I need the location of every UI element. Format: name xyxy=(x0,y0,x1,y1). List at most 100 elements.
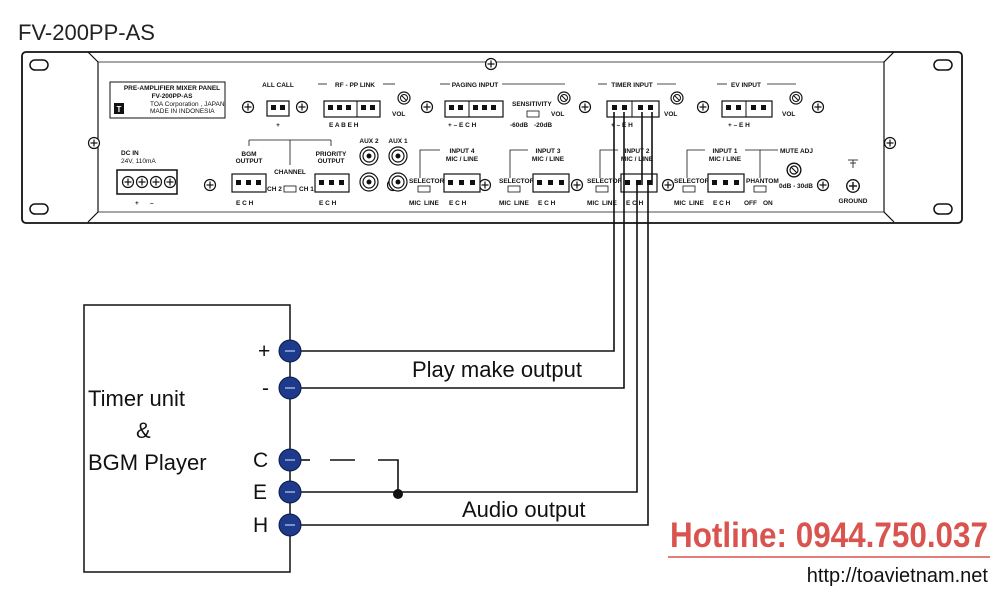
terminal-screw-icon xyxy=(149,175,163,189)
svg-text:PAGING INPUT: PAGING INPUT xyxy=(452,82,498,89)
svg-text:E C H: E C H xyxy=(319,200,337,207)
phantom-switch xyxy=(753,185,767,193)
svg-text:OUTPUT: OUTPUT xyxy=(318,158,345,165)
svg-text:E C H: E C H xyxy=(236,200,254,207)
mount-slot xyxy=(933,203,953,215)
mute-adj-knob-icon xyxy=(786,162,802,178)
svg-text:AUX 1: AUX 1 xyxy=(388,138,408,145)
svg-text:INPUT 3: INPUT 3 xyxy=(536,148,561,155)
input4-selector-switch xyxy=(417,185,431,193)
aux-section: AUX 2 AUX 1 xyxy=(359,138,408,192)
svg-text:E: E xyxy=(253,481,267,504)
svg-text:+: + xyxy=(258,340,270,363)
hotline-text: Hotline: 0944.750.037 xyxy=(670,516,988,555)
timer-input-section: TIMER INPUT + – E H VOL xyxy=(598,82,684,129)
timer-vol-knob-icon xyxy=(670,91,684,105)
svg-text:MIC / LINE: MIC / LINE xyxy=(709,156,742,163)
svg-text:LINE: LINE xyxy=(689,200,704,207)
svg-text:E A B E H: E A B E H xyxy=(329,122,359,129)
svg-text:FV-200PP-AS: FV-200PP-AS xyxy=(152,93,193,100)
svg-text:EV INPUT: EV INPUT xyxy=(731,82,761,89)
aux2-rca-jack-icon xyxy=(359,172,379,192)
terminal-screw-icon xyxy=(121,175,135,189)
svg-text:+ – E C H: + – E C H xyxy=(448,122,477,129)
svg-text:MIC: MIC xyxy=(409,200,421,207)
svg-text:+: + xyxy=(276,122,280,129)
timer-bgm-device: Timer unit & BGM Player xyxy=(83,304,291,573)
svg-text:LINE: LINE xyxy=(424,200,439,207)
terminal-dot-icon xyxy=(278,480,302,504)
screw-icon xyxy=(484,57,498,71)
svg-text:OUTPUT: OUTPUT xyxy=(236,158,263,165)
svg-text:BGM Player: BGM Player xyxy=(88,450,207,475)
wire-minus xyxy=(290,112,625,389)
screw-icon xyxy=(241,100,255,114)
svg-text:DC IN: DC IN xyxy=(121,150,139,157)
ground-screw-icon xyxy=(846,179,860,193)
svg-text:SELECTOR: SELECTOR xyxy=(674,178,710,185)
wire-h xyxy=(290,185,649,526)
aux1-rca-jack-icon xyxy=(388,146,408,166)
svg-text:MUTE ADJ: MUTE ADJ xyxy=(780,148,813,155)
mount-slot xyxy=(933,59,953,71)
svg-text:+ – E H: + – E H xyxy=(611,122,633,129)
toa-logo-icon xyxy=(114,103,124,114)
svg-text:TOA Corporation , JAPAN: TOA Corporation , JAPAN xyxy=(150,101,225,108)
svg-text:BGM: BGM xyxy=(241,151,256,158)
svg-text:MIC: MIC xyxy=(674,200,686,207)
svg-text:OFF: OFF xyxy=(744,200,757,207)
svg-text:PHANTOM: PHANTOM xyxy=(746,178,779,185)
svg-text:INPUT 1: INPUT 1 xyxy=(713,148,738,155)
all-call-section: ALL CALL + xyxy=(262,82,294,129)
svg-text:E C H: E C H xyxy=(449,200,467,207)
svg-text:CH 1: CH 1 xyxy=(299,186,314,193)
screw-icon xyxy=(816,178,830,192)
svg-text:INPUT 2: INPUT 2 xyxy=(625,148,650,155)
screw-icon xyxy=(203,178,217,192)
dc-in-section: DC IN 24V, 110mA + – xyxy=(116,150,178,207)
svg-text:C: C xyxy=(253,449,268,472)
ev-input-section: EV INPUT + – E H VOL xyxy=(717,82,803,129)
svg-text:-60dB: -60dB xyxy=(510,122,528,129)
website-link[interactable]: http://toavietnam.net xyxy=(807,565,989,587)
mount-slot xyxy=(29,59,49,71)
input2-selector-switch xyxy=(595,185,609,193)
svg-text:VOL: VOL xyxy=(392,111,405,118)
rf-vol-knob-icon xyxy=(397,91,411,105)
svg-text:VOL: VOL xyxy=(782,111,795,118)
paging-input-section: PAGING INPUT + – E C H SENSITIVITY -60dB… xyxy=(440,82,571,129)
svg-text:Timer unit: Timer unit xyxy=(88,386,185,411)
screw-icon xyxy=(661,178,675,192)
svg-text:CH 2: CH 2 xyxy=(267,186,282,193)
model-title: FV-200PP-AS xyxy=(18,20,155,45)
svg-text:E C H: E C H xyxy=(713,200,731,207)
svg-text:SELECTOR: SELECTOR xyxy=(409,178,445,185)
screw-icon xyxy=(420,100,434,114)
svg-text:LINE: LINE xyxy=(602,200,617,207)
mount-slot xyxy=(29,203,49,215)
svg-text:T: T xyxy=(117,105,122,114)
svg-text:MIC / LINE: MIC / LINE xyxy=(532,156,565,163)
svg-text:MADE IN INDONESIA: MADE IN INDONESIA xyxy=(150,108,215,115)
svg-text:PRIORITY: PRIORITY xyxy=(316,151,347,158)
terminal-dot-icon xyxy=(278,339,302,363)
svg-text:TIMER INPUT: TIMER INPUT xyxy=(611,82,653,89)
all-call-terminal xyxy=(266,100,290,117)
terminal-dot-icon xyxy=(278,448,302,472)
timer-input-terminal xyxy=(606,100,660,118)
svg-text:LINE: LINE xyxy=(514,200,529,207)
svg-text:ALL CALL: ALL CALL xyxy=(262,82,294,89)
svg-text:MIC: MIC xyxy=(587,200,599,207)
bgm-output-section: BGM OUTPUT E C H CHANNEL CH 2 CH 1 PRIOR… xyxy=(231,139,350,207)
play-make-output-label: Play make output xyxy=(412,357,582,382)
svg-text:MIC: MIC xyxy=(499,200,511,207)
wire-e xyxy=(290,185,638,493)
svg-text:PRE-AMPLIFIER MIXER PANEL: PRE-AMPLIFIER MIXER PANEL xyxy=(124,85,220,92)
svg-text:SELECTOR: SELECTOR xyxy=(587,178,623,185)
wiring xyxy=(290,112,653,526)
svg-text:0dB - 30dB: 0dB - 30dB xyxy=(779,183,813,190)
svg-text:MIC / LINE: MIC / LINE xyxy=(621,156,654,163)
